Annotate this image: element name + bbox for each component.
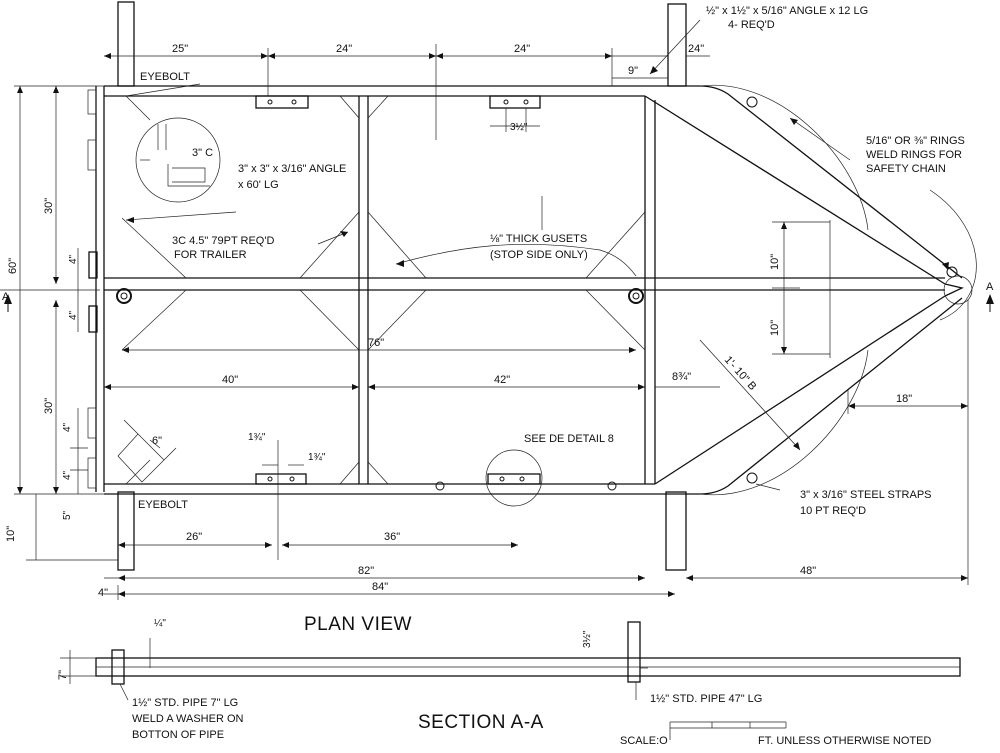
channel-label: 3C 4.5" 79PT REQ'D: [172, 235, 274, 247]
dim-hole-3q: 3½": [510, 122, 528, 133]
dim-84: 84": [372, 581, 388, 593]
dim-top-9: 9": [628, 65, 638, 77]
pipe-left-label-2: WELD A WASHER ON: [132, 713, 244, 725]
dim-26: 26": [186, 531, 202, 543]
dim-v-4c: 4": [62, 422, 73, 432]
gusset-label-2: (STOP SIDE ONLY): [490, 249, 588, 261]
dim-36: 36": [384, 531, 400, 543]
dim-top-25: 25": [172, 43, 188, 55]
rings-label-3: SAFETY CHAIN: [866, 163, 946, 175]
scale-bar: [669, 721, 787, 740]
section-aa-title: SECTION A-A: [418, 712, 544, 733]
dim-82: 82": [358, 565, 374, 577]
straps-label: 3" x 3/16" STEEL STRAPS: [800, 489, 932, 501]
pipe-left-label-3: BOTTON OF PIPE: [132, 729, 224, 741]
dim-42: 42": [494, 374, 510, 386]
corner-plate: [117, 419, 177, 483]
dim-4: 4": [98, 587, 108, 599]
dim-v-60: 60": [7, 258, 19, 274]
angle-top-label: ½" x 1½" x 5/16" ANGLE x 12 LG: [706, 5, 868, 17]
angle-main-length-label: x 60' LG: [238, 179, 279, 191]
dim-1q-b: 1¾": [308, 452, 326, 463]
detail-8-circle: [485, 449, 543, 507]
section-a-a-drawing: [60, 621, 961, 701]
gussets: [121, 95, 646, 485]
detail-c-label: 3" C: [192, 147, 213, 159]
section-marks: [4, 294, 994, 312]
dim-v-4d: 4": [62, 470, 73, 480]
dim-top-24c: 24": [688, 43, 704, 55]
dim-v-10c: 10": [769, 320, 781, 336]
dim-v-3q-section: 3½": [582, 630, 593, 648]
see-detail-label: SEE DE DETAIL 8: [524, 433, 614, 445]
pipe-left-label: 1½" STD. PIPE 7" LG: [132, 697, 238, 709]
rings-label-2: WELD RINGS FOR: [866, 149, 962, 161]
rings-label: 5/16" OR ⅜" RINGS: [866, 135, 965, 147]
angle-main-label: 3" x 3" x 3/16" ANGLE: [238, 163, 346, 175]
dim-v-30b: 30": [43, 398, 55, 414]
dim-v-5: 5": [62, 510, 73, 520]
dim-top-24b: 24": [514, 43, 530, 55]
dim-v-10b: 10": [769, 254, 781, 270]
dim-1q-a: 1¾": [248, 432, 266, 443]
dim-76: 76": [368, 337, 384, 349]
dim-top-24a: 24": [336, 43, 352, 55]
pipe-posts: [117, 1, 687, 571]
units-note: FT. UNLESS OTHERWISE NOTED: [758, 735, 931, 747]
mount-plates: [116, 95, 958, 491]
dim-v-30a: 30": [43, 198, 55, 214]
eyebolt-bottom-label: EYEBOLT: [138, 499, 188, 511]
dim-6: 6": [152, 435, 162, 447]
dim-v-4b: 4": [68, 310, 79, 320]
rear-angle: [87, 86, 105, 492]
section-mark-right: A: [986, 281, 994, 293]
eyebolt-top-label: EYEBOLT: [140, 71, 190, 83]
frame-rails: [104, 85, 964, 495]
dim-v-4a: 4": [68, 254, 79, 264]
leader-lines: [125, 19, 851, 491]
dimension-lines: [0, 44, 969, 600]
pipe-right-label: 1½" STD. PIPE 47" LG: [650, 693, 762, 705]
section-mark-left: A: [2, 291, 10, 303]
gusset-label: ⅛" THICK GUSETS: [490, 233, 587, 245]
diagonal-length-label: 1'- 10" B: [722, 354, 759, 393]
detail-arcs: [135, 84, 977, 507]
dim-v-quarter: ¼": [154, 617, 166, 629]
angle-top-req-label: 4- REQ'D: [728, 19, 775, 31]
channel-label-2: FOR TRAILER: [174, 249, 247, 261]
detail-c-circle: [135, 117, 221, 203]
plan-view-title: PLAN VIEW: [304, 614, 412, 635]
arrowheads: [17, 53, 968, 597]
straps-label-2: 10 PT REQ'D: [800, 505, 866, 517]
dim-v-10a: 10": [5, 526, 17, 542]
dim-8q: 8¾": [672, 371, 691, 383]
detail-c-section: [140, 124, 210, 187]
dim-40: 40": [222, 374, 238, 386]
dim-18: 18": [896, 393, 912, 405]
scale-label: SCALE:O: [620, 735, 668, 747]
dim-v-7: 7": [57, 670, 69, 680]
dim-48: 48": [800, 565, 816, 577]
